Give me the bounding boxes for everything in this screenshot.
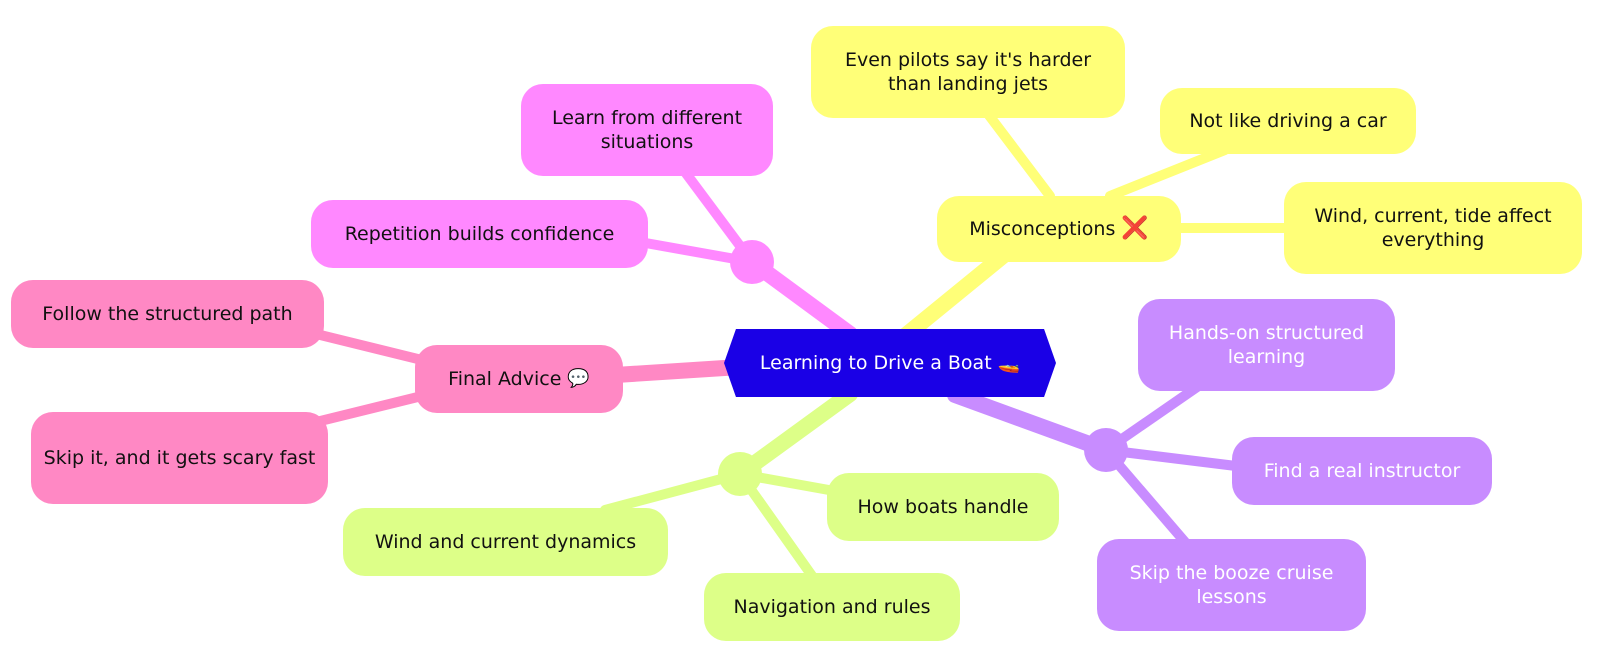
- instruction-hands-on-label: Hands-on structured learning: [1168, 322, 1365, 368]
- final-advice-node[interactable]: Final Advice 💬: [415, 345, 623, 413]
- instruction-instructor-node[interactable]: Find a real instructor: [1232, 437, 1492, 505]
- misconceptions-label: Misconceptions: [969, 218, 1116, 240]
- instruction-instructor-label: Find a real instructor: [1263, 460, 1461, 482]
- cross-mark-icon: ❌: [1121, 216, 1149, 241]
- misconceptions-node[interactable]: Misconceptions ❌: [937, 196, 1181, 262]
- practice-learn-label: Learn from different situations: [551, 107, 743, 153]
- skills-handle-node[interactable]: How boats handle: [827, 473, 1059, 541]
- edge-root-instruction: [947, 387, 1114, 458]
- misconception-wind-label: Wind, current, tide affect everything: [1314, 205, 1552, 251]
- instruction-hands-on-node[interactable]: Hands-on structured learning: [1138, 299, 1395, 391]
- edge-root-skills: [732, 386, 858, 482]
- skills-navigation-label: Navigation and rules: [733, 596, 931, 618]
- misconception-car-label: Not like driving a car: [1189, 110, 1387, 132]
- skills-handle-label: How boats handle: [857, 496, 1029, 518]
- edge-misc-pilots: [980, 105, 1055, 201]
- misconception-wind-node[interactable]: Wind, current, tide affect everything: [1284, 182, 1582, 274]
- practice-learn-node[interactable]: Learn from different situations: [521, 84, 773, 176]
- edge-root-final-advice: [592, 359, 748, 384]
- hub-practice: [730, 240, 774, 284]
- speedboat-icon: 🚤: [997, 353, 1021, 374]
- instruction-booze-label: Skip the booze cruise lessons: [1129, 562, 1334, 608]
- advice-follow-node[interactable]: Follow the structured path: [11, 280, 324, 348]
- root-node[interactable]: Learning to Drive a Boat 🚤: [724, 329, 1056, 397]
- practice-repetition-label: Repetition builds confidence: [344, 223, 615, 245]
- hub-skills: [718, 452, 762, 496]
- root-title: Learning to Drive a Boat: [759, 352, 992, 374]
- root-label: Learning to Drive a Boat 🚤: [760, 352, 1020, 374]
- root-hexagon: [724, 329, 1056, 397]
- misconception-car-node[interactable]: Not like driving a car: [1160, 88, 1416, 154]
- advice-follow-label: Follow the structured path: [42, 303, 293, 325]
- misconception-pilots-label: Even pilots say it's harder than landing…: [844, 49, 1092, 95]
- practice-repetition-node[interactable]: Repetition builds confidence: [311, 200, 648, 268]
- skills-wind-label: Wind and current dynamics: [374, 531, 637, 553]
- edge-misc-car: [1105, 145, 1230, 201]
- skills-navigation-node[interactable]: Navigation and rules: [704, 573, 960, 641]
- instruction-booze-node[interactable]: Skip the booze cruise lessons: [1097, 539, 1366, 631]
- misconception-pilots-node[interactable]: Even pilots say it's harder than landing…: [811, 26, 1125, 118]
- speech-bubble-icon: 💬: [567, 368, 590, 389]
- final-advice-label: Final Advice: [448, 368, 562, 390]
- advice-skip-label: Skip it, and it gets scary fast: [43, 447, 316, 469]
- hub-instruction: [1084, 428, 1128, 472]
- advice-skip-node[interactable]: Skip it, and it gets scary fast: [31, 412, 328, 504]
- edge-skills-wind: [600, 469, 745, 515]
- skills-wind-node[interactable]: Wind and current dynamics: [343, 508, 668, 576]
